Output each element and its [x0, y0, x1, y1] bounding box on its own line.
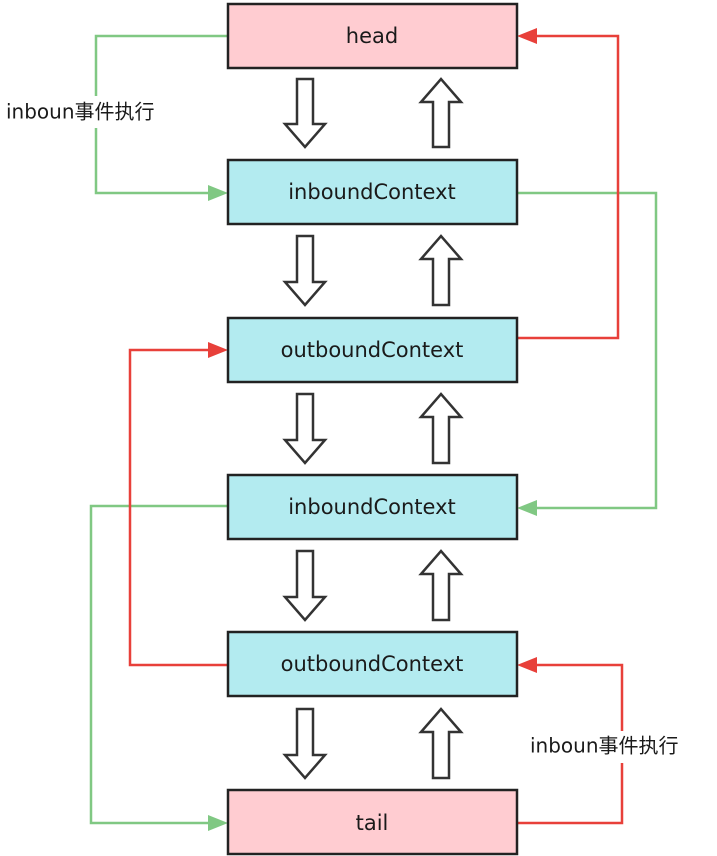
node-tail-box [226, 788, 519, 856]
red-arrowhead-outbound-2 [517, 657, 537, 673]
outbound-flow-lines [128, 28, 624, 825]
node-inbound-context-1: inboundContext [226, 158, 519, 226]
node-head: head [226, 2, 519, 70]
green-line-inbound-2-to-tail [89, 504, 228, 825]
node-outbound-context-2-label: outboundContext [281, 652, 464, 676]
down-arrow-1 [282, 77, 328, 149]
pipeline-nodes: head inboundContext outboundContext inbo… [226, 2, 519, 856]
node-head-box [226, 2, 519, 70]
node-outbound-context-1: outboundContext [226, 316, 519, 384]
node-inbound-context-2: inboundContext [226, 473, 519, 541]
green-arrowhead-tail [208, 815, 228, 831]
node-tail-label: tail [356, 811, 389, 835]
annotation-top-left: inboun事件执行 [6, 100, 155, 124]
down-arrow-3 [282, 392, 328, 465]
node-outbound-context-2-box [226, 630, 519, 698]
up-arrow-1 [418, 77, 464, 149]
red-arrowhead-head [517, 28, 537, 44]
node-tail: tail [226, 788, 519, 856]
node-inbound-context-2-box [226, 473, 519, 541]
node-outbound-context-2: outboundContext [226, 630, 519, 698]
green-line-inbound-1-to-inbound-2 [517, 191, 658, 510]
node-outbound-context-1-label: outboundContext [281, 338, 464, 362]
node-inbound-context-1-label: inboundContext [288, 180, 456, 204]
up-arrow-2 [418, 234, 464, 307]
up-arrow-3 [418, 392, 464, 465]
down-arrow-4 [282, 549, 328, 622]
hollow-arrows [282, 77, 464, 780]
green-arrowhead-inbound-2 [517, 500, 537, 516]
green-arrowhead-inbound-1 [208, 185, 228, 201]
inbound-flow-lines [89, 34, 658, 831]
annotation-bottom-right: inboun事件执行 [530, 734, 679, 758]
down-arrow-5 [282, 707, 328, 780]
red-line-outbound-1-to-head [517, 34, 620, 340]
annotation-top-left-bg [2, 96, 192, 128]
annotation-bottom-right-bg [527, 731, 715, 763]
down-arrow-2 [282, 234, 328, 307]
node-inbound-context-1-box [226, 158, 519, 226]
up-arrow-4 [418, 549, 464, 622]
up-arrow-5 [418, 707, 464, 780]
node-inbound-context-2-label: inboundContext [288, 495, 456, 519]
red-line-outbound-2-to-outbound-1 [128, 348, 228, 667]
node-head-label: head [346, 24, 398, 48]
red-arrowhead-outbound-1 [208, 342, 228, 358]
node-outbound-context-1-box [226, 316, 519, 384]
